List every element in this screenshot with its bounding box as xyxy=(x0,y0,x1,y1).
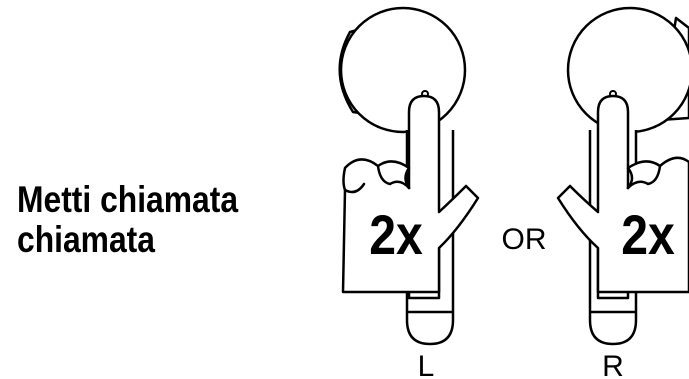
right-side-label: R xyxy=(602,350,624,379)
or-separator: OR xyxy=(502,223,547,256)
right-gesture: 2x R xyxy=(558,8,689,379)
pointing-hand-icon xyxy=(558,96,689,298)
right-tap-count: 2x xyxy=(621,205,675,267)
left-tap-count: 2x xyxy=(369,205,423,267)
pointing-hand-icon xyxy=(343,96,478,298)
left-gesture: 2x L xyxy=(340,8,478,379)
left-side-label: L xyxy=(418,350,435,379)
